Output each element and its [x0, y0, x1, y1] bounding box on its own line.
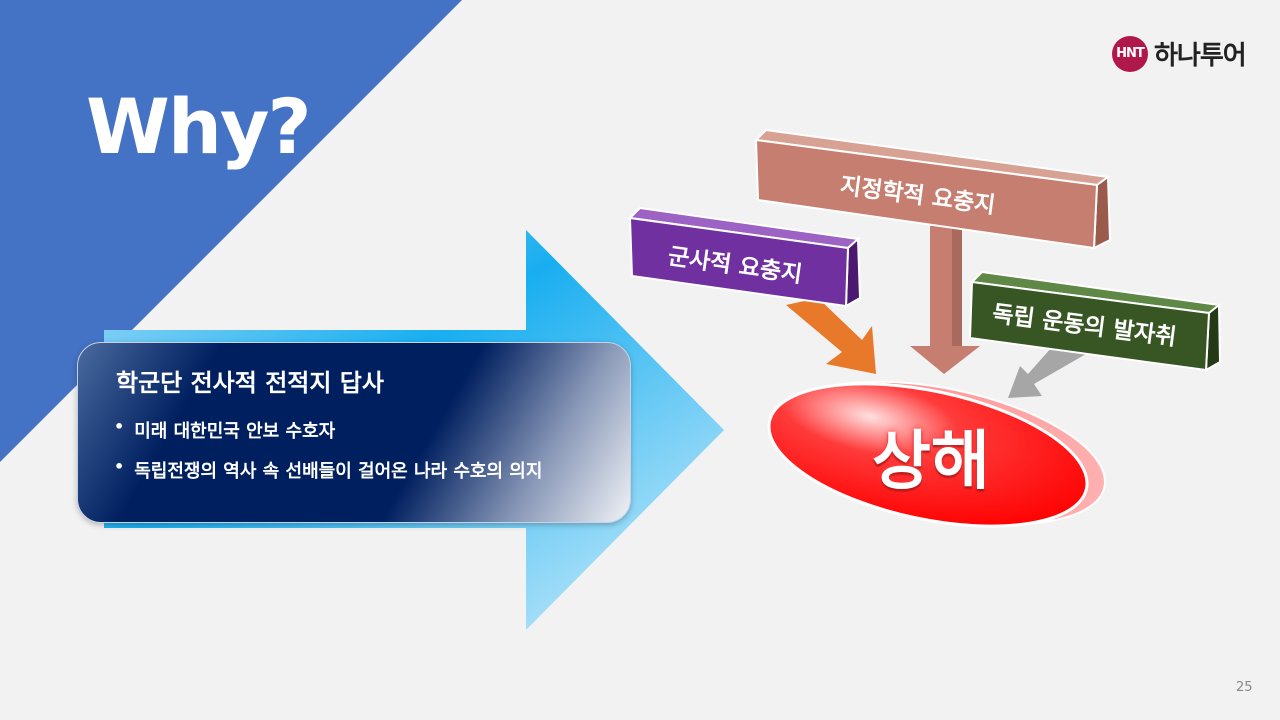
geo-box-shape [753, 128, 1112, 250]
bullet-list: • 미래 대한민국 안보 수호자 • 독립전쟁의 역사 속 선배들이 걸어온 나… [114, 417, 542, 497]
mil-box-shape [627, 206, 862, 308]
center-label: 상해 [872, 425, 990, 499]
bullet-text: 독립전쟁의 역사 속 선배들이 걸어온 나라 수호의 의지 [134, 461, 543, 482]
bullet-item: • 미래 대한민국 안보 수호자 [114, 417, 542, 443]
info-panel: 학군단 전사적 전적지 답사 • 미래 대한민국 안보 수호자 • 독립전쟁의 … [77, 342, 631, 523]
bullet-dot-icon: • [114, 457, 125, 476]
center-disc-shape [767, 380, 1106, 528]
bullet-dot-icon: • [114, 417, 125, 436]
panel-heading: 학군단 전사적 전적지 답사 [116, 369, 384, 397]
bullet-item: • 독립전쟁의 역사 속 선배들이 걸어온 나라 수호의 의지 [114, 457, 542, 483]
gray-arrow-shape [1008, 338, 1086, 398]
orange-arrow-shape [786, 298, 876, 374]
brown-arrow-shape [910, 226, 980, 374]
slide-title: Why? [86, 82, 312, 171]
hanatour-logo: HNT 하나투어 [1112, 35, 1247, 72]
logo-badge: HNT [1112, 35, 1148, 72]
page-number: 25 [1236, 680, 1253, 695]
bullet-text: 미래 대한민국 안보 수호자 [134, 421, 336, 442]
logo-text: 하나투어 [1154, 41, 1247, 71]
ind-box-shape [968, 270, 1222, 372]
